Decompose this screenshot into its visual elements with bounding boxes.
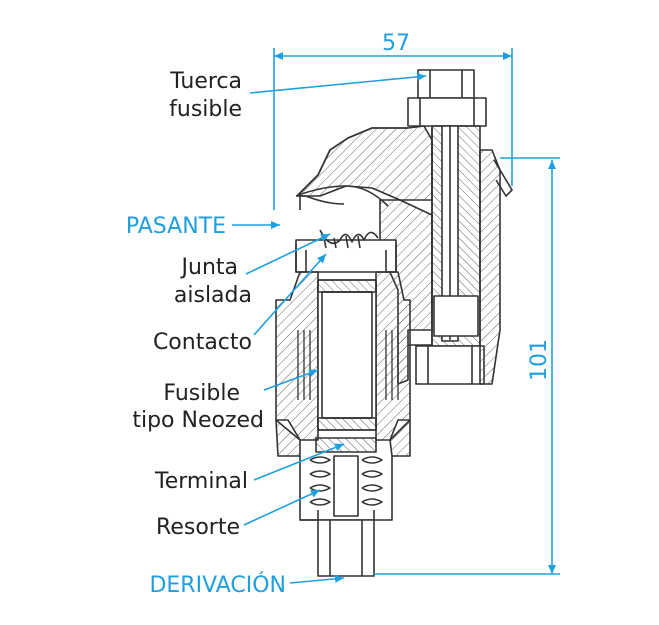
label-tuerca-line2: fusible xyxy=(169,97,242,122)
leader-resorte xyxy=(243,489,321,526)
leader-terminal xyxy=(253,443,345,481)
leader-fusible xyxy=(263,369,319,391)
leader-lines xyxy=(232,72,427,584)
dimension-width-value: 57 xyxy=(382,31,410,56)
spring xyxy=(299,455,393,521)
housing-ribs xyxy=(297,330,399,400)
label-fusible-line2: tipo Neozed xyxy=(132,408,264,433)
leader-derivacion xyxy=(289,574,345,584)
label-junta-line1: Junta xyxy=(180,255,238,280)
dimension-height-value: 101 xyxy=(527,339,552,381)
dimension-width xyxy=(273,48,513,210)
leader-junta xyxy=(245,233,331,275)
label-derivacion: DERIVACIÓN xyxy=(149,572,286,598)
label-contacto: Contacto xyxy=(153,330,252,355)
label-resorte: Resorte xyxy=(156,515,240,540)
upper-body xyxy=(295,125,433,210)
leader-tuerca xyxy=(249,72,427,94)
label-pasante: PASANTE xyxy=(126,214,226,239)
label-junta-line2: aislada xyxy=(174,283,252,308)
derivation-tube xyxy=(317,519,375,577)
neozed-fuse xyxy=(317,279,377,431)
leader-contacto xyxy=(253,253,327,336)
bolt-assembly xyxy=(415,125,513,385)
connector-drawing xyxy=(275,69,513,577)
label-tuerca-line1: Tuerca xyxy=(169,69,242,94)
dimension-height xyxy=(374,157,560,575)
terminal-plate xyxy=(315,437,377,453)
label-fusible-line1: Fusible xyxy=(163,381,240,406)
fuse-housing xyxy=(275,271,411,457)
fuse-nut xyxy=(407,69,487,127)
label-terminal: Terminal xyxy=(154,469,248,494)
